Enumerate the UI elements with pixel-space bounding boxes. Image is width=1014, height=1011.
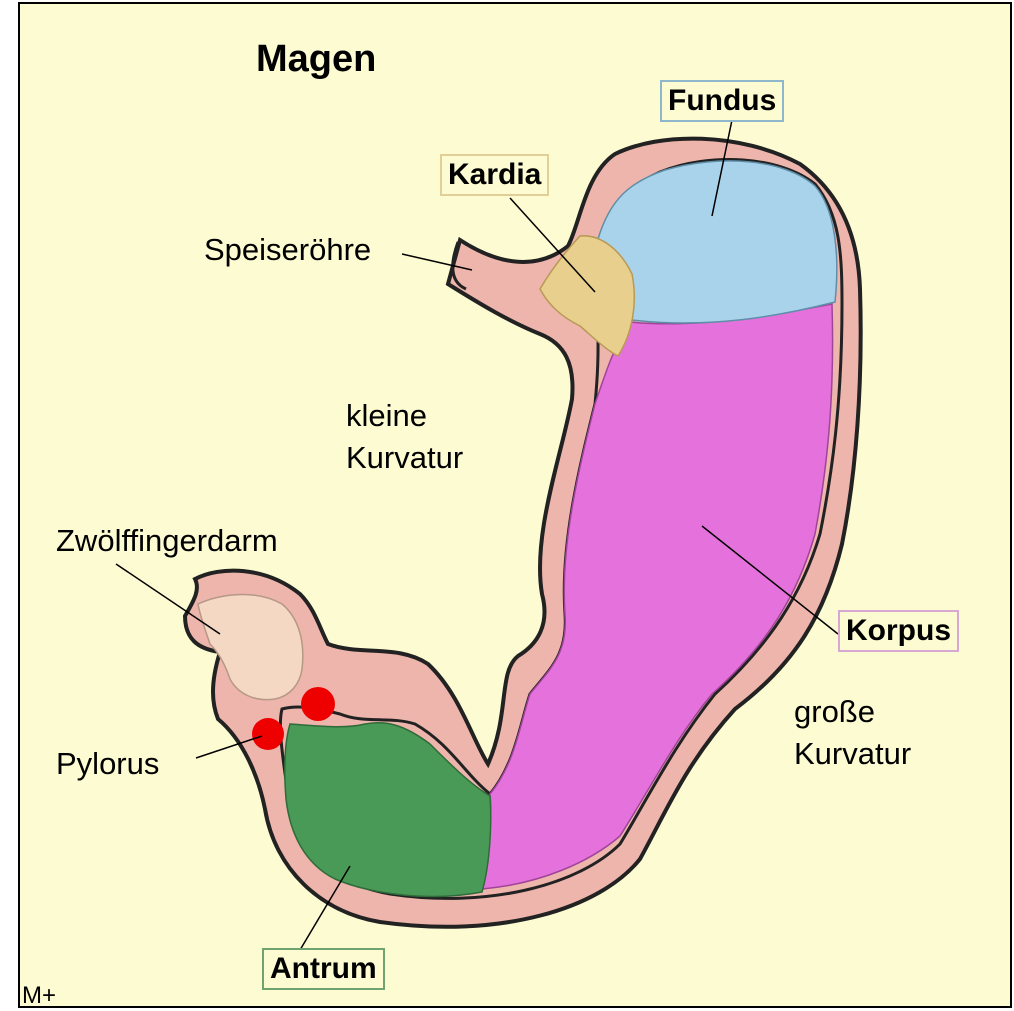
kardia-label: Kardia	[440, 154, 549, 196]
korpus-label: Korpus	[838, 610, 959, 652]
pylorus-dot-upper	[301, 687, 335, 721]
grosse-kurvatur-line1: große	[794, 690, 875, 734]
kleine-kurvatur-line1: kleine	[346, 394, 427, 438]
kleine-kurvatur-line2: Kurvatur	[346, 436, 463, 480]
speiseroehre-label: Speiseröhre	[204, 228, 371, 272]
diagram-title: Magen	[256, 38, 376, 81]
corner-tag: M+	[22, 982, 56, 1008]
pylorus-dot-lower	[252, 718, 284, 750]
antrum-label: Antrum	[262, 948, 385, 990]
fundus-label: Fundus	[660, 80, 784, 122]
diagram-frame: Magen Fundus Kardia Speiseröhre kleine K…	[18, 2, 1012, 1008]
grosse-kurvatur-line2: Kurvatur	[794, 732, 911, 776]
zwoelffingerdarm-label: Zwölffingerdarm	[56, 519, 278, 563]
pylorus-label: Pylorus	[56, 742, 159, 786]
